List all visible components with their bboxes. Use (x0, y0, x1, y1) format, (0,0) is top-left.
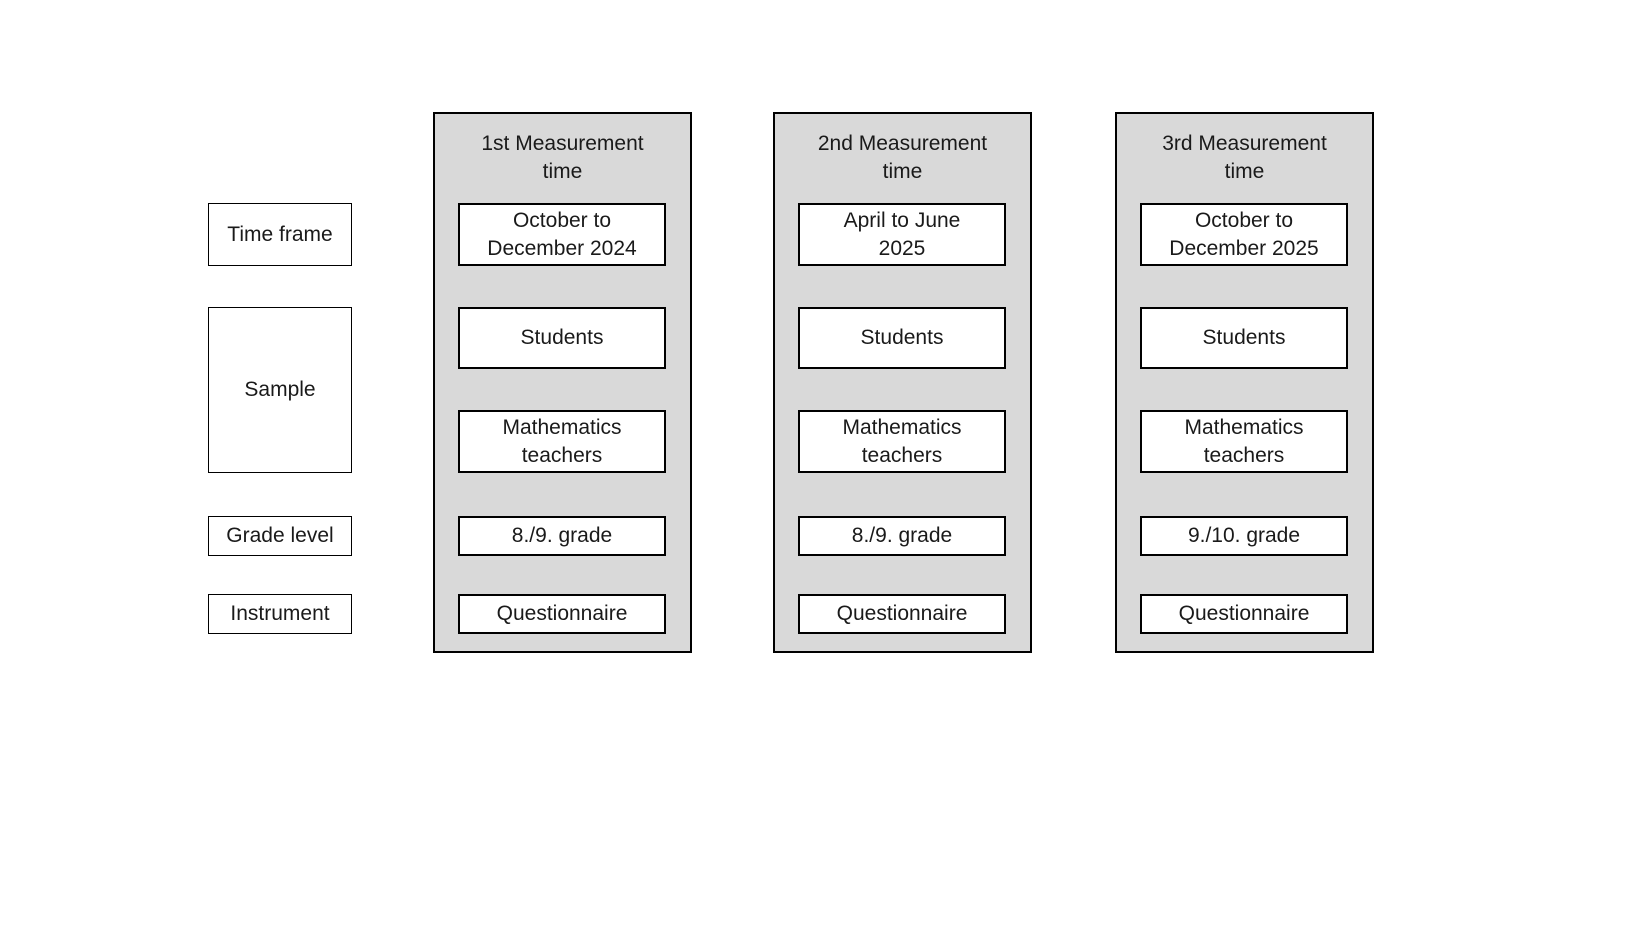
row-label-time-frame: Time frame (208, 203, 352, 266)
row-label-sample: Sample (208, 307, 352, 473)
panel-2-time-frame: April to June 2025 (798, 203, 1006, 266)
row-label-grade-level: Grade level (208, 516, 352, 556)
panel-1-sample-teachers: Mathematics teachers (458, 410, 666, 473)
panel-1-grade-level: 8./9. grade (458, 516, 666, 556)
panel-2-grade-level: 8./9. grade (798, 516, 1006, 556)
panel-3-instrument: Questionnaire (1140, 594, 1348, 634)
panel-3-header: 3rd Measurement time (1162, 132, 1327, 183)
panel-3-sample-teachers: Mathematics teachers (1140, 410, 1348, 473)
panel-1-sample-students: Students (458, 307, 666, 369)
panel-measurement-3: 3rd Measurement time October to December… (1115, 112, 1374, 653)
panel-3-grade-level: 9./10. grade (1140, 516, 1348, 556)
panel-1-header: 1st Measurement time (481, 132, 644, 183)
panel-2-instrument: Questionnaire (798, 594, 1006, 634)
panel-1-time-frame: October to December 2024 (458, 203, 666, 266)
panel-measurement-1: 1st Measurement time October to December… (433, 112, 692, 653)
panel-1-instrument: Questionnaire (458, 594, 666, 634)
row-label-instrument: Instrument (208, 594, 352, 634)
panel-2-header: 2nd Measurement time (817, 132, 988, 183)
panel-2-sample-teachers: Mathematics teachers (798, 410, 1006, 473)
panel-2-sample-students: Students (798, 307, 1006, 369)
panel-3-sample-students: Students (1140, 307, 1348, 369)
panel-3-time-frame: October to December 2025 (1140, 203, 1348, 266)
panel-measurement-2: 2nd Measurement time April to June 2025 … (773, 112, 1032, 653)
